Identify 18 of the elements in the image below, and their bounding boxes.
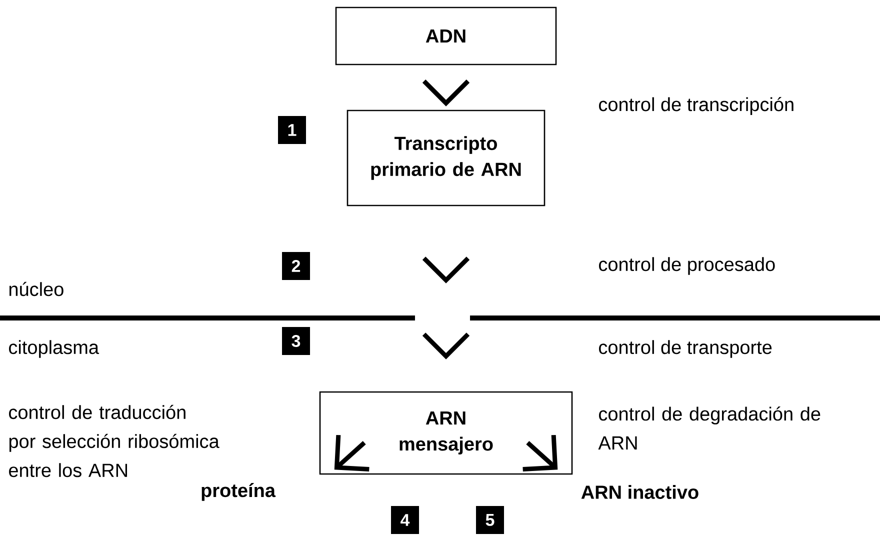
step-number: 1 (278, 116, 306, 144)
control-label: control de transporte (599, 340, 772, 358)
chevron-arrow (422, 256, 470, 360)
control-label: control de degradación de ARN (598, 406, 820, 450)
control-label: control de procesado (599, 257, 775, 275)
control-label: control de traducción por selección ribosómica entre los ARN (9, 404, 220, 478)
product-label: ARN inactivo (581, 485, 698, 499)
control-label: núcleo (9, 282, 64, 296)
product-label: proteína (202, 483, 276, 501)
process-box: Transcripto primario de ARN (346, 110, 546, 206)
step-number: 2 (282, 252, 310, 280)
step-number: 3 (282, 327, 310, 355)
process-box: ADN (335, 6, 557, 66)
step-number: 4 (391, 506, 419, 534)
control-label: citoplasma (9, 340, 100, 358)
step-number: 5 (476, 506, 504, 534)
control-label: control de transcripción (599, 97, 794, 115)
process-box: ARN mensajero (319, 391, 573, 475)
